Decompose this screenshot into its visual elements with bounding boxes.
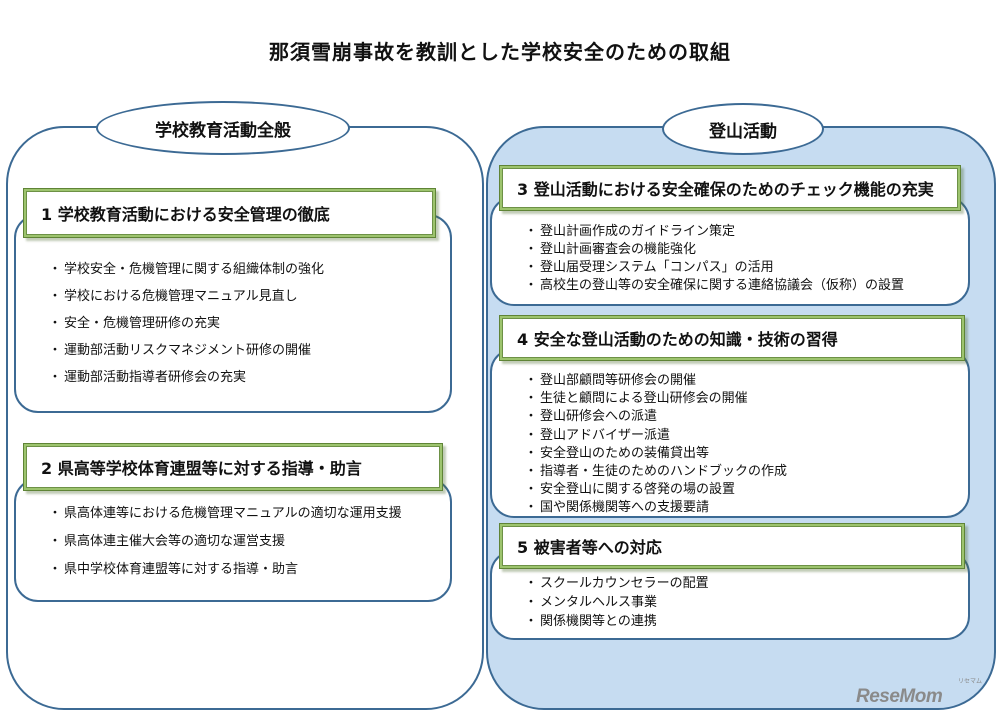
section-1-list: ・学校安全・危機管理に関する組織体制の強化 ・学校における危機管理マニュアル見直…	[46, 256, 324, 391]
list-item: ・登山計画審査会の機能強化	[524, 242, 697, 257]
section-3-heading: 3 登山活動における安全確保のためのチェック機能の充実	[502, 168, 958, 208]
section-4-card: ・登山部顧問等研修会の開催 ・生徒と顧問による登山研修会の開催 ・登山研修会への…	[490, 348, 970, 518]
list-item: ・メンタルヘルス事業	[524, 595, 658, 610]
section-1-card: ・学校安全・危機管理に関する組織体制の強化 ・学校における危機管理マニュアル見直…	[14, 214, 452, 413]
list-item: ・登山届受理システム「コンパス」の活用	[524, 260, 774, 275]
section-5-list: ・スクールカウンセラーの配置 ・メンタルヘルス事業 ・関係機関等との連携	[522, 574, 709, 631]
left-column-header: 学校教育活動全般	[96, 101, 350, 155]
section-2-card: ・県高体連等における危機管理マニュアルの適切な運用支援 ・県高体連主催大会等の適…	[14, 478, 452, 602]
list-item: ・登山アドバイザー派遣	[524, 427, 671, 443]
list-item: ・指導者・生徒のためのハンドブックの作成	[524, 464, 788, 480]
right-column-header: 登山活動	[662, 103, 824, 155]
list-item: ・県高体連等における危機管理マニュアルの適切な運用支援	[48, 506, 402, 521]
list-item: ・国や関係機関等への支援要請	[524, 500, 710, 516]
page-title: 那須雪崩事故を教訓とした学校安全のための取組	[269, 40, 731, 64]
section-3-list: ・登山計画作成のガイドライン策定 ・登山計画審査会の機能強化 ・登山届受理システ…	[522, 223, 904, 295]
section-4-list: ・登山部顧問等研修会の開催 ・生徒と顧問による登山研修会の開催 ・登山研修会への…	[522, 372, 787, 518]
section-2-heading: 2 県高等学校体育連盟等に対する指導・助言	[26, 446, 440, 488]
list-item: ・学校における危機管理マニュアル見直し	[48, 289, 298, 304]
list-item: ・登山研修会への派遣	[524, 409, 658, 425]
list-item: ・高校生の登山等の安全確保に関する連絡協議会（仮称）の設置	[524, 278, 905, 293]
watermark-subtext: リセマム	[958, 679, 983, 685]
list-item: ・安全登山に関する啓発の場の設置	[524, 482, 736, 498]
list-item: ・登山計画作成のガイドライン策定	[524, 224, 736, 239]
section-2-list: ・県高体連等における危機管理マニュアルの適切な運用支援 ・県高体連主催大会等の適…	[46, 500, 402, 584]
list-item: ・運動部活動リスクマネジメント研修の開催	[48, 343, 312, 358]
list-item: ・学校安全・危機管理に関する組織体制の強化	[48, 262, 325, 277]
list-item: ・生徒と顧問による登山研修会の開催	[524, 391, 748, 407]
list-item: ・県高体連主催大会等の適切な運営支援	[48, 534, 286, 549]
list-item: ・登山部顧問等研修会の開催	[524, 373, 697, 388]
list-item: ・関係機関等との連携	[524, 614, 657, 629]
list-item: ・運動部活動指導者研修会の充実	[48, 370, 247, 385]
section-4-heading: 4 安全な登山活動のための知識・技術の習得	[502, 318, 962, 358]
section-1-heading: 1 学校教育活動における安全管理の徹底	[26, 191, 433, 235]
section-3-card: ・登山計画作成のガイドライン策定 ・登山計画審査会の機能強化 ・登山届受理システ…	[490, 196, 970, 306]
list-item: ・安全登山のための装備貸出等	[524, 445, 710, 461]
list-item: ・安全・危機管理研修の充実	[48, 316, 221, 331]
resemom-logo: ReseMom	[856, 686, 943, 707]
list-item: ・スクールカウンセラーの配置	[524, 576, 709, 591]
list-item: ・県中学校体育連盟等に対する指導・助言	[48, 562, 299, 577]
section-5-heading: 5 被害者等への対応	[502, 526, 962, 566]
